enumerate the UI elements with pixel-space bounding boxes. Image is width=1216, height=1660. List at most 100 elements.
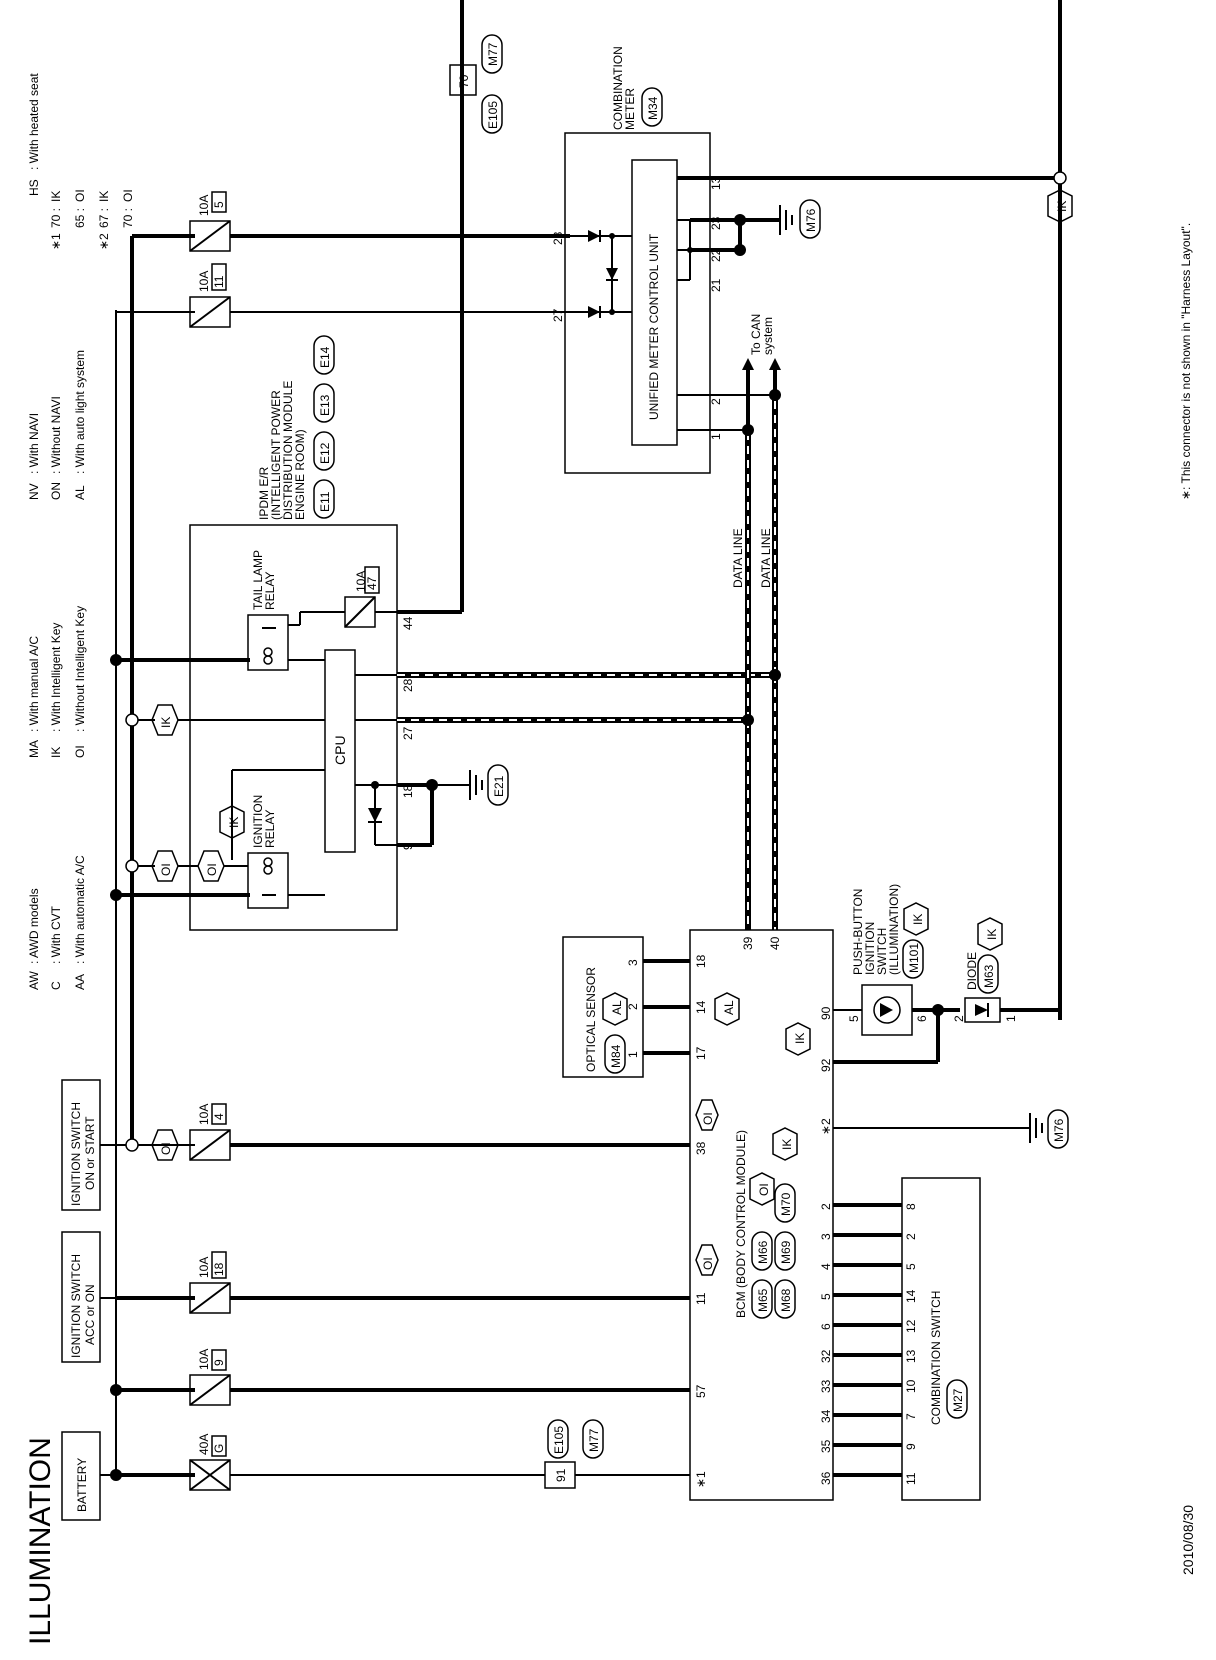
fuse-47-id: 47	[365, 576, 379, 590]
data-lines: DATA LINE DATA LINE To CAN system	[397, 314, 781, 930]
bcm[interactable]: BCM (BODY CONTROL MODULE) M65 M66 M68 M6…	[689, 929, 834, 1501]
ipdm-er[interactable]: IPDM E/R (INTELLIGENT POWER DISTRIBUTION…	[178, 335, 415, 931]
e105-top-conn2: M77	[486, 42, 500, 66]
fuse-9-id: 9	[212, 1359, 226, 1366]
diode-m63[interactable]: DIODE M63 IK 2 1	[952, 917, 1060, 1023]
combination-meter[interactable]: COMBINATION METER M34 UNIFIED METER CONT…	[551, 46, 1060, 474]
tag-oi-feed-text: OI	[159, 1142, 173, 1155]
fuse-g[interactable]: 40A G	[189, 1434, 231, 1491]
comb-pin-2: 2	[904, 1233, 918, 1240]
fuse-g-id: G	[212, 1444, 226, 1453]
ipdm-pin-27: 27	[401, 726, 415, 740]
ipdm-connectors: E11 E12 E13 E14	[313, 335, 335, 519]
legend-text-hs: : With heated seat	[27, 73, 41, 170]
e105-bcm-conn2: M77	[587, 1428, 601, 1452]
bcm-pin-3: 3	[819, 1233, 833, 1240]
legend-text-on: : Without NAVI	[49, 396, 63, 474]
fuse-9[interactable]: 10A 9	[189, 1349, 231, 1406]
bcm-title: BCM (BODY CONTROL MODULE)	[734, 1130, 748, 1318]
legend-note-3-mark: ∗2	[97, 233, 111, 250]
connector-e105-bcm: 91 E105 M77	[544, 1419, 604, 1489]
optical-pin-2: 2	[626, 1003, 640, 1010]
legend-code-c: C	[49, 981, 63, 990]
bcm-code-oi: OI	[757, 1183, 771, 1196]
tag-ik-feed-text: IK	[159, 717, 173, 728]
pb-conn: M101	[907, 943, 921, 973]
combination-switch[interactable]: COMBINATION SWITCH M27 11 9 7 10 13 12 1…	[901, 1177, 981, 1501]
ipdm-ground-e21: E21	[492, 775, 506, 797]
legend-text-aa: : With automatic A/C	[73, 855, 87, 964]
bcm-ground-m76: M76	[1052, 1118, 1066, 1142]
fuse-18[interactable]: 10A 18	[189, 1251, 231, 1314]
bcm-pin-38-tag: OI	[701, 1112, 715, 1125]
e105-bcm-conn1: E105	[552, 1426, 566, 1454]
push-button-switch[interactable]: PUSH-BUTTON IGNITION SWITCH (ILLUMINATIO…	[833, 884, 960, 1064]
meter-pin-21: 21	[709, 278, 723, 292]
tag-oi-feed-2-text: OI	[159, 863, 173, 876]
feed-wires: OI IK OI	[100, 234, 250, 1481]
fuse-47[interactable]: 10A 47	[344, 566, 380, 628]
legend-text-nv: : With NAVI	[27, 413, 41, 474]
optical-sensor-label: OPTICAL SENSOR	[584, 967, 598, 1072]
comb-pin-8: 8	[904, 1203, 918, 1210]
legend-note-2-code: OI	[73, 189, 87, 202]
bcm-pin-38: 38	[694, 1141, 708, 1155]
bcm-pin-40: 40	[768, 936, 782, 950]
fuse-output-wires	[230, 234, 690, 1476]
legend-code-on: ON	[49, 482, 63, 500]
ipdm-title-1: IPDM E/R	[257, 466, 271, 520]
fuse-4-id: 4	[212, 1113, 226, 1120]
tag-ik-feed: IK	[151, 704, 179, 736]
diagram-date: 2010/08/30	[1180, 1505, 1196, 1575]
bcm-pin-33: 33	[819, 1379, 833, 1393]
legend-note-1-pin: 70 :	[49, 208, 63, 228]
bcm-pin-6: 6	[819, 1323, 833, 1330]
optical-pin-1: 1	[626, 1051, 640, 1058]
ipdm-tag-ik: IK	[219, 805, 245, 839]
legend-text-ik: : With Intelligent Key	[49, 623, 63, 732]
fuse-11[interactable]: 10A 11	[189, 263, 231, 328]
meter-pin-2: 2	[709, 398, 723, 405]
fuse-4-amp: 10A	[197, 1104, 211, 1125]
e105-top-pin: 70	[457, 74, 471, 88]
pb-label-1: PUSH-BUTTON	[851, 889, 865, 975]
pb-label-4: (ILLUMINATION)	[887, 884, 901, 975]
fuse-4[interactable]: 10A 4	[189, 1103, 231, 1161]
pb-code: IK	[911, 914, 925, 925]
legend-note-4-pin: 70 :	[121, 208, 135, 228]
fuse-5[interactable]: 10A 5	[189, 191, 231, 252]
bcm-pin-35: 35	[819, 1439, 833, 1453]
bcm-pin-star2: ∗2	[819, 1118, 833, 1135]
fuse-5-amp: 10A	[197, 195, 211, 216]
diode-pin-2: 2	[952, 1015, 966, 1022]
legend-col-2: MA : With manual A/C IK : With Intellige…	[27, 606, 87, 758]
comb-pin-11: 11	[904, 1472, 918, 1485]
legend-code-ik: IK	[49, 747, 63, 758]
legend-text-aw: : AWD models	[27, 888, 41, 964]
ign-start-label-2: ON or START	[83, 1116, 97, 1190]
ipdm-pin-28: 28	[401, 678, 415, 692]
fuse-9-amp: 10A	[197, 1349, 211, 1370]
bcm-pin-11-tag: OI	[701, 1257, 715, 1270]
diode-pin-1: 1	[1004, 1015, 1018, 1022]
optical-sensor[interactable]: OPTICAL SENSOR M84 AL 1 2 3	[562, 936, 690, 1078]
legend-note-3-pin: 67 :	[97, 208, 111, 228]
bcm-pin-14: 14	[694, 1000, 708, 1014]
optical-sensor-conn: M84	[609, 1044, 623, 1068]
legend-note-1-code: IK	[49, 191, 63, 202]
battery-label: BATTERY	[75, 1458, 89, 1512]
ign-acc-source: IGNITION SWITCH ACC or ON	[61, 1231, 101, 1363]
right-bus-tag-ik: IK	[1047, 189, 1073, 223]
fuse-18-id: 18	[212, 1262, 226, 1276]
legend-code-hs: HS	[27, 179, 41, 196]
diagram-footnote: ∗: This connector is not shown in "Harne…	[1179, 223, 1193, 500]
bcm-pin-90: 90	[819, 1006, 833, 1020]
battery-source: BATTERY	[61, 1431, 101, 1521]
legend-code-ma: MA	[27, 740, 41, 758]
connector-e105-top: 70 E105 M77	[449, 34, 503, 134]
pb-pin-5: 5	[847, 1015, 861, 1022]
legend-code-nv: NV	[27, 483, 41, 500]
diagram-title: ILLUMINATION	[24, 1437, 57, 1645]
tag-oi-feed-2: OI	[151, 850, 179, 882]
